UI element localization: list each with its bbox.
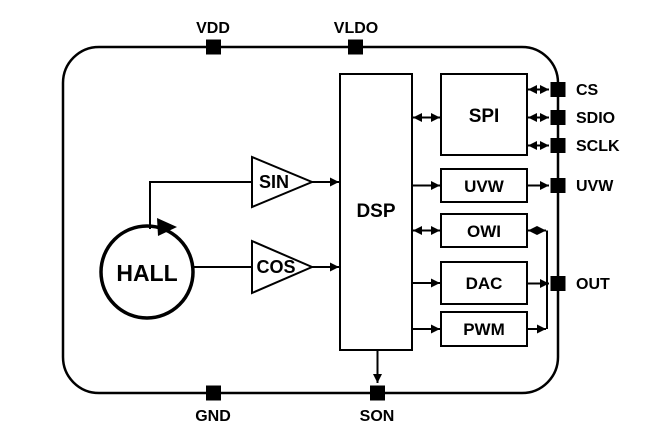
cos-label: COS [256,257,295,277]
uvw-pin-label: UVW [576,178,614,195]
wire-hall-to-sin [149,181,252,229]
pin-vdd: VDD [196,20,230,55]
pin-vldo: VLDO [334,20,378,55]
rotation-arrow-icon [157,218,177,236]
out-pad [550,276,566,291]
block-sin-amp: SIN [251,155,315,209]
uvw-block-label: UVW [464,177,505,196]
son-label: SON [360,408,395,425]
sdio-label: SDIO [576,110,615,127]
vdd-pad [206,39,221,55]
block-owi: OWI [440,213,528,248]
vldo-pad [348,39,363,55]
gnd-label: GND [195,408,231,425]
block-dsp: DSP [339,73,413,351]
block-cos-amp: COS [251,239,315,295]
sin-label: SIN [259,172,289,192]
dac-rect [440,261,528,305]
uvw-pad [550,178,566,193]
hall-rotation-circle [99,224,195,320]
pin-gnd: GND [195,385,231,425]
spi-label: SPI [469,106,500,127]
pin-sdio: SDIO [550,110,615,127]
son-pad [370,385,385,401]
block-dac: DAC [440,261,528,305]
cos-amp-triangle [251,239,315,295]
cs-label: CS [576,82,599,99]
cs-pad [550,82,566,97]
hall-label: HALL [116,260,177,286]
sclk-pad [550,138,566,153]
vdd-label: VDD [196,20,230,37]
sclk-label: SCLK [576,138,620,155]
block-pwm: PWM [440,311,528,347]
sdio-pad [550,110,566,125]
owi-rect [440,213,528,248]
vldo-label: VLDO [334,20,378,37]
pin-uvw: UVW [550,178,614,195]
chip-outline [61,45,560,395]
pin-son: SON [360,385,395,425]
pwm-label: PWM [463,320,505,339]
wires [149,85,549,383]
out-label: OUT [576,276,610,293]
pin-sclk: SCLK [550,138,620,155]
block-hall: HALL [99,218,195,320]
dsp-rect [339,73,413,351]
gnd-pad [206,385,221,401]
owi-label: OWI [467,222,501,241]
uvw-rect [440,168,528,203]
pin-cs: CS [550,82,599,99]
block-spi: SPI [440,73,528,156]
spi-rect [440,73,528,156]
sin-amp-triangle [251,155,315,209]
pin-out: OUT [550,276,610,293]
pwm-rect [440,311,528,347]
block-uvw: UVW [440,168,528,203]
dac-label: DAC [466,274,503,293]
dsp-label: DSP [356,201,395,222]
